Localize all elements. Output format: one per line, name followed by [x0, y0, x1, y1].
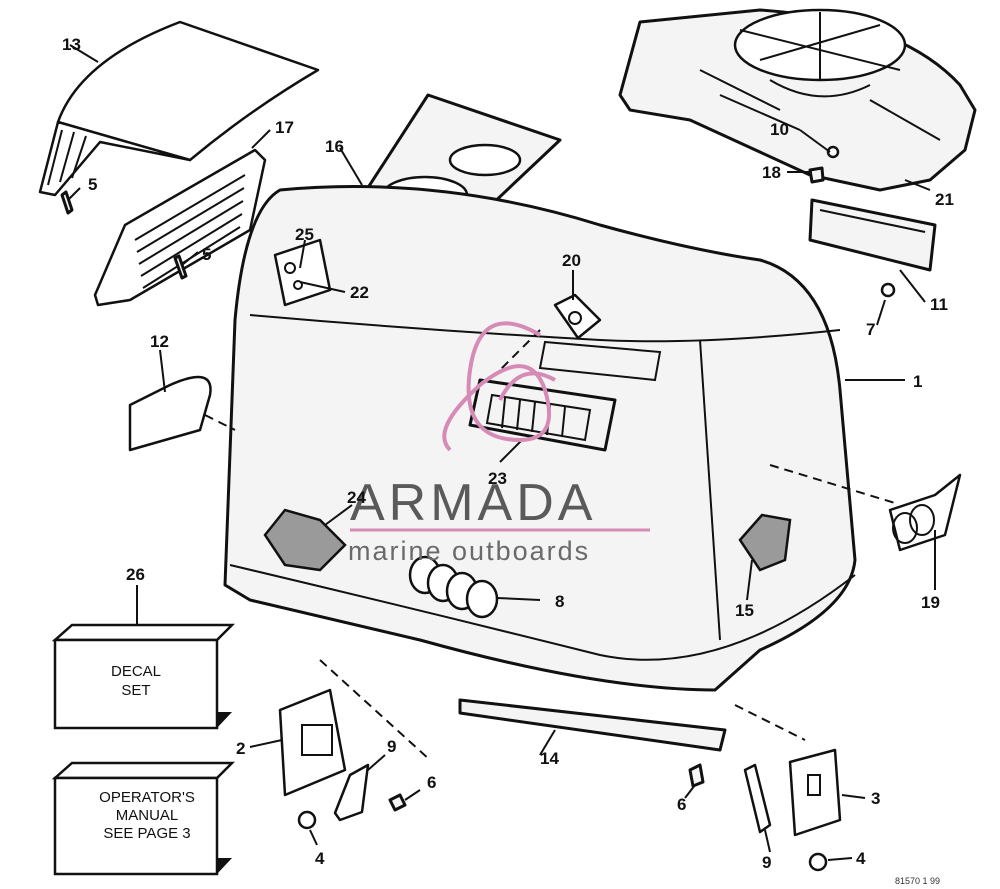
leader-lines: [67, 44, 936, 861]
part-9-clip-left: [333, 763, 370, 822]
manual-line2: MANUAL: [116, 807, 179, 824]
callout-11: 11: [930, 295, 948, 314]
callout-17: 17: [275, 118, 294, 137]
dashed-line-12: [204, 414, 236, 431]
part-9-clip-right: [743, 763, 772, 834]
dashed-line-left-latch: [319, 659, 431, 761]
part-17-side-grille: [93, 148, 267, 307]
callout-15: 15: [735, 601, 754, 620]
callout-10: 10: [770, 120, 789, 139]
callout-6-right: 6: [677, 795, 686, 814]
callout-22: 22: [350, 283, 369, 302]
part-2-latch-bracket: [278, 688, 347, 797]
part-19-decal: [888, 473, 962, 552]
callout-21: 21: [935, 190, 954, 209]
callout-16: 16: [325, 137, 344, 156]
decal-set-line1: DECAL: [111, 663, 161, 680]
callout-19: 19: [921, 593, 940, 612]
callout-20: 20: [562, 251, 581, 270]
callout-26: 26: [126, 565, 145, 584]
part-12-decal: [128, 375, 212, 452]
fasteners: [60, 145, 896, 872]
callout-18: 18: [762, 163, 781, 182]
dashed-line-20: [499, 329, 541, 371]
dashed-line-19: [769, 464, 896, 504]
callout-6-left: 6: [427, 773, 436, 792]
part-13-top-cover: [38, 20, 320, 197]
callout-12: 12: [150, 332, 169, 351]
callout-2: 2: [236, 739, 245, 758]
part-21-upper-cover: [618, 8, 977, 192]
callout-1: 1: [913, 372, 922, 391]
callout-7: 7: [866, 320, 875, 339]
callout-13: 13: [62, 35, 81, 54]
manual-line3: SEE PAGE 3: [103, 825, 190, 842]
operators-manual-box: OPERATOR'S MANUAL SEE PAGE 3: [51, 761, 236, 876]
callout-9-left: 9: [387, 737, 396, 756]
part-14-seal-strip: [458, 698, 727, 752]
dashed-line-right-latch: [734, 704, 806, 741]
watermark-brand: ARMADA: [350, 474, 596, 532]
part-3-latch-bracket: [788, 748, 842, 837]
part-15-foam-pad: [738, 513, 792, 572]
callout-3: 3: [871, 789, 880, 808]
callout-9-right: 9: [762, 853, 771, 872]
manual-line1: OPERATOR'S: [99, 789, 195, 806]
watermark-ribbon-logo: [442, 321, 556, 452]
part-8-plugs: [408, 555, 499, 619]
callout-5-top: 5: [88, 175, 97, 194]
figure-code: 81570 1 99: [895, 876, 940, 886]
part-11-bracket: [808, 198, 937, 272]
callout-14: 14: [540, 749, 559, 768]
callout-5-mid: 5: [202, 245, 211, 264]
callout-25: 25: [295, 225, 314, 244]
callout-23: 23: [488, 469, 507, 488]
part-20-grommet: [553, 293, 602, 340]
callout-4-right: 4: [856, 849, 866, 868]
decal-set-line2: SET: [121, 682, 150, 699]
callout-8: 8: [555, 592, 564, 611]
watermark-tagline: marine outboards: [348, 536, 590, 566]
callout-24: 24: [347, 488, 366, 507]
callout-4-left: 4: [315, 849, 325, 868]
decal-set-box: DECAL SET: [51, 623, 236, 730]
